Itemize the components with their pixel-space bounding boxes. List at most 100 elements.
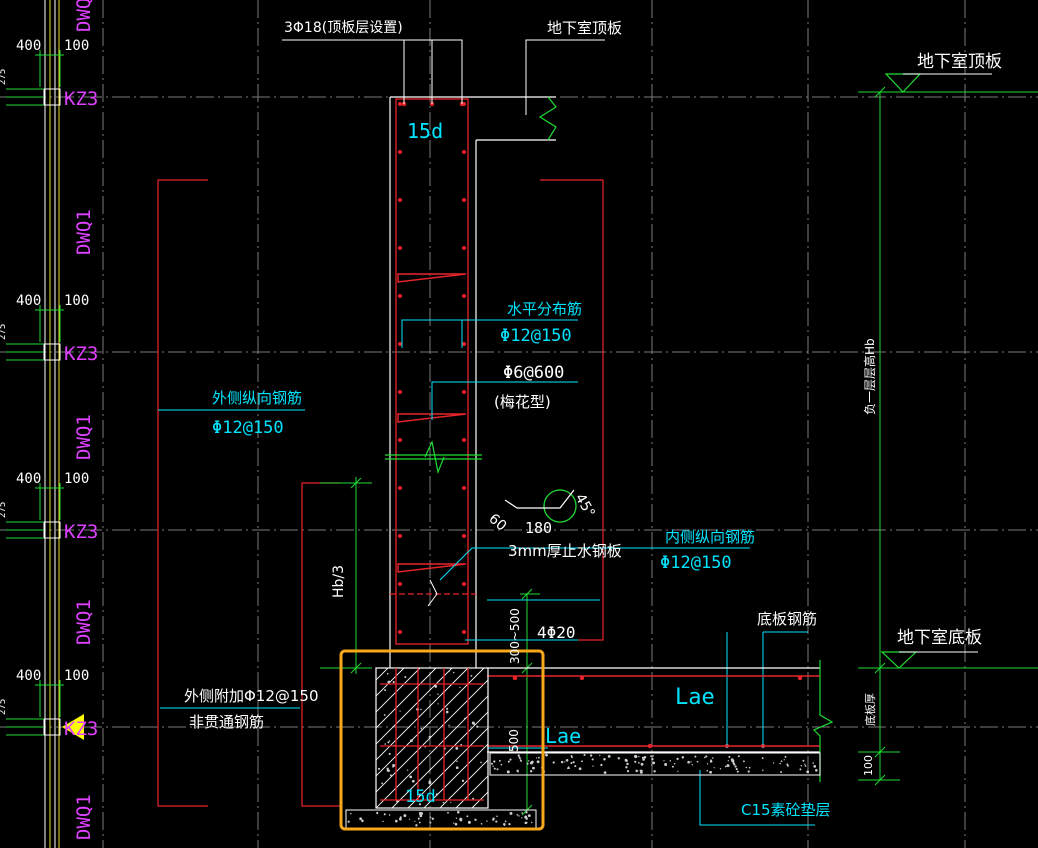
rebar-dot [579, 675, 585, 681]
speckle-dot [526, 762, 529, 765]
speckle-dot [456, 760, 458, 763]
rebar-dot [398, 294, 402, 298]
hb3-label: Hb/3 [331, 565, 347, 598]
speckle-dot [495, 820, 498, 823]
roof-slab-elev-label: 地下室顶板 [917, 52, 1002, 72]
speckle-dot [617, 757, 620, 760]
speckle-dot [583, 753, 586, 757]
wall-tag: DWQ1 [73, 414, 95, 460]
speckle-dot [476, 725, 479, 728]
speckle-dot [634, 760, 637, 763]
speckle-dot [431, 817, 434, 820]
hatch-line [376, 668, 469, 761]
speckle-dot [734, 765, 737, 768]
speckle-dot [420, 728, 423, 730]
speckle-dot [652, 755, 654, 757]
speckle-dot [521, 812, 523, 814]
speckle-dot [711, 757, 714, 759]
tie-bar [397, 563, 467, 573]
speckle-dot [642, 758, 645, 761]
speckle-dot [406, 769, 409, 771]
dim-400-label: 400 [16, 293, 41, 309]
tie-bar-note: (梅花型) [494, 393, 551, 411]
top-bar-label: 3Φ18(顶板层设置) [284, 20, 403, 36]
dimension-tick [874, 86, 886, 98]
speckle-dot [664, 763, 668, 766]
speckle-dot [564, 761, 566, 763]
speckle-dot [812, 762, 815, 764]
speckle-dot [392, 766, 394, 768]
speckle-dot [384, 689, 387, 692]
speckle-dot [625, 766, 628, 769]
section-marker-icon[interactable] [62, 714, 84, 740]
speckle-dot [398, 817, 402, 821]
speckle-dot [669, 760, 672, 762]
speckle-dot [455, 747, 459, 750]
dimension-tick [874, 662, 886, 674]
speckle-dot [736, 770, 739, 773]
speckle-dot [535, 757, 538, 759]
speckle-dot [383, 714, 386, 716]
speckle-dot [450, 801, 452, 804]
side-dim-label: 275 [0, 502, 8, 518]
hatch-line [376, 668, 437, 729]
callout-line [699, 770, 815, 826]
speckle-dot [783, 759, 785, 761]
dimension-tick [521, 588, 533, 600]
speckle-dot [386, 769, 389, 772]
speckle-dot [671, 765, 674, 768]
base-slab-label: 地下室底板 [897, 628, 982, 648]
speckle-dot [409, 775, 413, 779]
speckle-dot [560, 760, 564, 764]
wall-tag-top: DWQ [73, 0, 95, 32]
footing-outline [375, 667, 489, 809]
speckle-dot [532, 766, 535, 770]
speckle-dot [388, 752, 391, 755]
speckle-dot [742, 760, 745, 763]
speckle-dot [442, 801, 445, 804]
speckle-dot [528, 760, 530, 762]
callout-lines [158, 319, 815, 826]
speckle-dot [589, 754, 593, 757]
speckle-dot [663, 760, 665, 762]
hatch-line [455, 775, 488, 808]
speckle-dot [650, 755, 653, 758]
speckle-dot [463, 717, 466, 720]
speckle-dot [713, 767, 715, 769]
speckle-dot [399, 816, 402, 819]
speckle-dot [399, 710, 401, 712]
speckle-dot [486, 820, 488, 822]
speckle-dot [350, 812, 352, 815]
speckle-dot [376, 811, 379, 815]
speckle-dot [429, 816, 432, 819]
speckle-dot [386, 672, 389, 675]
speckle-dot [525, 811, 528, 814]
selection-highlight[interactable] [339, 649, 545, 831]
speckle-dot [418, 793, 421, 796]
dim-400-label: 400 [16, 471, 41, 487]
dim-300-500-label: 300~500 [508, 608, 522, 664]
speckle-dot [410, 739, 413, 743]
dim-500-label: 500 [507, 729, 521, 752]
speckle-dot [780, 760, 783, 763]
speckle-dot [455, 817, 458, 819]
leader-line [282, 39, 463, 104]
lae-right-label: Lae [675, 685, 715, 710]
speckle-dot [538, 756, 540, 759]
speckle-dot [418, 821, 421, 824]
dim-400-label: 400 [16, 668, 41, 684]
basement-wall [385, 96, 803, 749]
speckle-dot [460, 743, 463, 746]
speckle-dot [536, 760, 540, 764]
roof-slab-label: 地下室顶板 [547, 19, 622, 37]
rebar-dot [797, 675, 803, 681]
speckle-dot [800, 764, 803, 767]
footing-rebar [380, 668, 484, 801]
dim-100-label: 100 [64, 471, 89, 487]
speckle-dot [446, 707, 449, 710]
speckle-dot [806, 770, 810, 774]
speckle-dot [472, 797, 475, 800]
